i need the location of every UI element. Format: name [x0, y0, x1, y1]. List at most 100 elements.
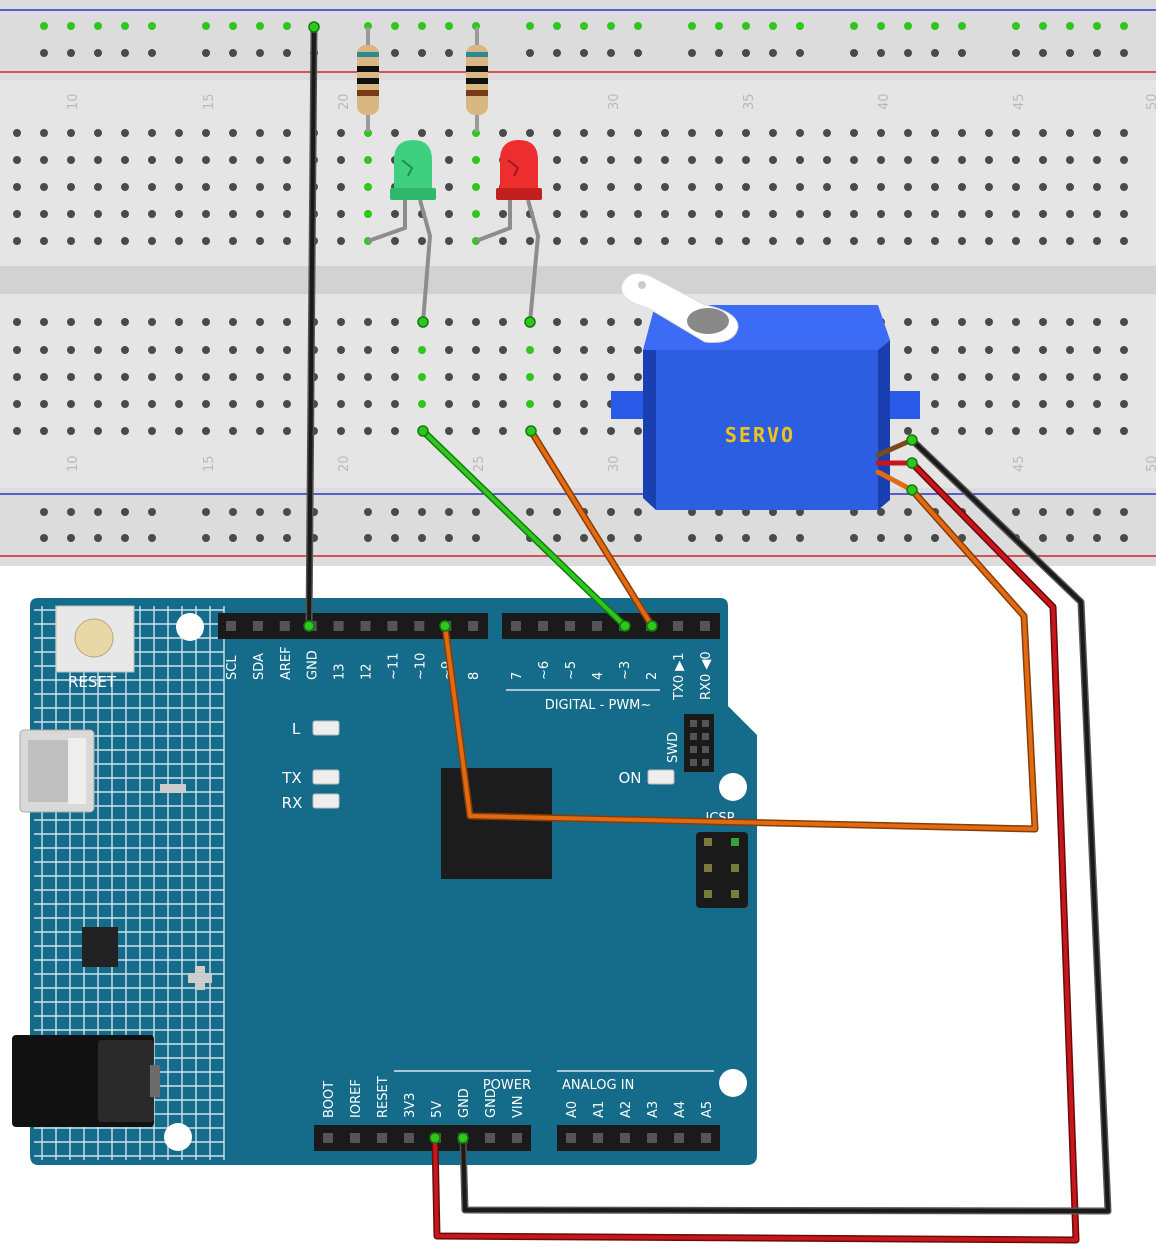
breadboard-hole	[283, 156, 291, 164]
reset-button[interactable]	[55, 605, 135, 673]
digital-pin-label: 8	[467, 672, 482, 680]
breadboard-hole	[580, 400, 588, 408]
rail-hole	[607, 22, 615, 30]
usb-c-port	[19, 729, 95, 813]
rail-hole	[796, 534, 804, 542]
breadboard-hole	[40, 210, 48, 218]
breadboard-hole	[1120, 318, 1128, 326]
breadboard-hole	[175, 129, 183, 137]
header-pin	[511, 621, 521, 631]
small-chip	[82, 927, 118, 967]
rail-hole	[121, 22, 129, 30]
breadboard-hole	[634, 210, 642, 218]
breadboard-hole	[40, 156, 48, 164]
rail-hole	[877, 508, 885, 516]
breadboard-hole	[1039, 156, 1047, 164]
rail-hole	[418, 508, 426, 516]
breadboard-hole	[40, 318, 48, 326]
analog-pin-label: A4	[673, 1101, 688, 1118]
breadboard-hole	[1120, 210, 1128, 218]
breadboard-hole	[877, 183, 885, 191]
breadboard-hole	[499, 346, 507, 354]
breadboard-hole	[472, 318, 480, 326]
breadboard-hole	[985, 183, 993, 191]
rail-hole	[229, 534, 237, 542]
breadboard-hole	[850, 210, 858, 218]
breadboard-hole	[688, 129, 696, 137]
breadboard-hole	[1039, 183, 1047, 191]
breadboard-hole	[1093, 129, 1101, 137]
breadboard-hole	[148, 210, 156, 218]
breadboard-hole	[958, 183, 966, 191]
rail-hole	[202, 49, 210, 57]
servo-motor: SERVO	[611, 273, 920, 510]
rail-hole	[715, 22, 723, 30]
breadboard-hole	[229, 318, 237, 326]
rail-hole	[364, 508, 372, 516]
breadboard-hole	[1012, 129, 1020, 137]
breadboard-hole	[13, 129, 21, 137]
breadboard-hole	[958, 237, 966, 245]
breadboard-hole	[904, 210, 912, 218]
breadboard-hole	[364, 210, 372, 218]
header-pin	[673, 621, 683, 631]
breadboard-hole	[1039, 237, 1047, 245]
breadboard-hole	[121, 318, 129, 326]
breadboard-hole	[445, 318, 453, 326]
breadboard-hole	[958, 346, 966, 354]
breadboard-hole	[769, 237, 777, 245]
breadboard-hole	[472, 346, 480, 354]
breadboard-hole	[634, 156, 642, 164]
breadboard-hole	[202, 318, 210, 326]
breadboard-hole	[391, 346, 399, 354]
breadboard-hole	[256, 318, 264, 326]
header-pin	[252, 621, 263, 631]
digital-pin-label: SDA	[252, 653, 267, 680]
breadboard-hole	[1039, 210, 1047, 218]
breadboard-hole	[94, 373, 102, 381]
breadboard-hole	[256, 400, 264, 408]
breadboard-hole	[742, 129, 750, 137]
plus-marker	[188, 966, 212, 990]
breadboard-hole	[67, 156, 75, 164]
header-pin	[538, 621, 548, 631]
breadboard-hole	[445, 427, 453, 435]
breadboard-hole	[688, 156, 696, 164]
breadboard-hole	[1012, 237, 1020, 245]
breadboard-hole	[121, 210, 129, 218]
rail-hole	[769, 534, 777, 542]
breadboard: 10 15 20 25 30 35 40 45 50 10 15 20 25 3…	[0, 0, 1156, 566]
rail-hole	[553, 508, 561, 516]
breadboard-hole	[634, 427, 642, 435]
header-pin	[592, 621, 602, 631]
rail-hole	[931, 534, 939, 542]
power-header	[314, 1125, 531, 1151]
rail-hole	[796, 49, 804, 57]
breadboard-hole	[877, 156, 885, 164]
rail-hole	[553, 49, 561, 57]
breadboard-hole	[40, 237, 48, 245]
breadboard-hole	[337, 400, 345, 408]
arduino-board: RESET L TX RX ON SWD	[12, 598, 757, 1165]
rail-hole	[94, 22, 102, 30]
rail-hole	[121, 508, 129, 516]
digital-pin-label: TX0 ▶1	[672, 652, 687, 701]
breadboard-hole	[931, 129, 939, 137]
breadboard-hole	[13, 183, 21, 191]
breadboard-hole	[499, 129, 507, 137]
rail-hole	[283, 508, 291, 516]
breadboard-hole	[607, 346, 615, 354]
rail-hole	[391, 534, 399, 542]
rail-hole	[94, 49, 102, 57]
breadboard-hole	[256, 237, 264, 245]
breadboard-hole	[283, 346, 291, 354]
rail-hole	[553, 22, 561, 30]
breadboard-hole	[121, 129, 129, 137]
breadboard-hole	[607, 183, 615, 191]
breadboard-hole	[688, 210, 696, 218]
rail-hole	[904, 22, 912, 30]
breadboard-hole	[94, 237, 102, 245]
breadboard-hole	[715, 129, 723, 137]
breadboard-hole	[445, 237, 453, 245]
